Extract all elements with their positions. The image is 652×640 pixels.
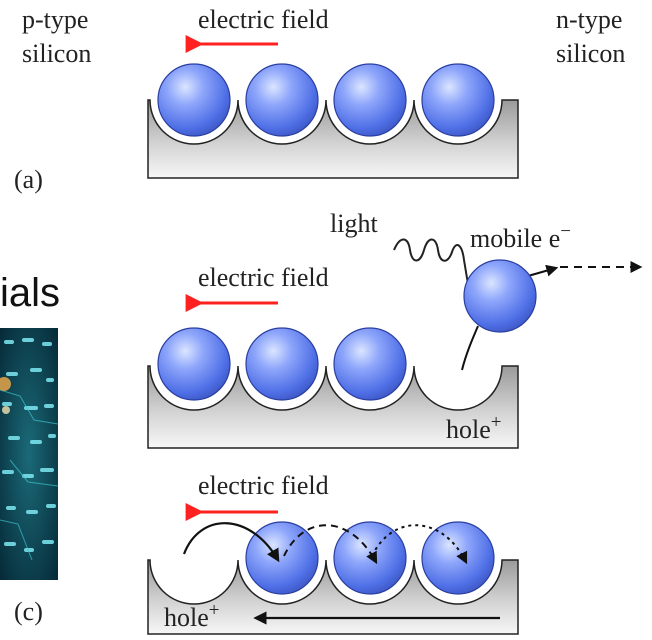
panel-a-atom-1 [157,63,231,137]
panel-a-atom-3 [333,63,407,137]
mobile-electron-label: mobile e− [470,221,571,253]
n-type-label-line2: silicon [556,39,625,68]
side-photo [0,328,59,580]
panel-b-field-label: electric field [198,263,329,292]
panel-a-atom-2 [245,63,319,137]
panel-b-substrate [147,365,519,449]
light-label: light [330,209,378,238]
panel-b-hole-charge-sup: + [491,412,502,433]
panel-a-substrate [147,99,519,179]
panel-b: electric field light mobile e− hole+ [147,209,643,449]
n-type-label-line1: n-type [556,5,622,34]
panel-b-atom-3 [333,327,407,401]
side-text-fragment: ials [0,271,60,315]
panel-c-atom-3 [421,521,495,595]
panel-c-substrate [147,559,519,635]
panel-c-label: (c) [14,597,43,626]
panel-a-atom-4 [421,63,495,137]
light-wave [393,238,469,285]
panel-b-atom-1 [157,327,231,401]
p-type-label-line1: p-type [22,5,88,34]
panel-a-label: (a) [14,165,43,194]
panel-c-hole-label: hole+ [164,600,219,632]
panel-b-atom-2 [245,327,319,401]
panel-c-atom-1 [245,521,319,595]
panel-c-atom-2 [333,521,407,595]
electron-path-solid [527,264,559,277]
electron-trail [461,325,479,371]
hop-arrow-2 [283,524,378,565]
mobile-electron [463,259,537,333]
panel-a: electric field (a) [14,5,519,194]
hop-arrow-3 [371,524,468,565]
p-type-label-line2: silicon [22,39,91,68]
panel-a-field-label: electric field [198,5,329,34]
panel-c: electric field hole+ (c) [14,471,519,635]
panel-b-hole-label: hole+ [446,412,501,444]
electron-charge-sup: − [560,221,571,242]
hop-arrow-1 [182,522,280,563]
panel-c-hole-charge-sup: + [209,600,220,621]
panel-c-field-label: electric field [198,471,329,500]
